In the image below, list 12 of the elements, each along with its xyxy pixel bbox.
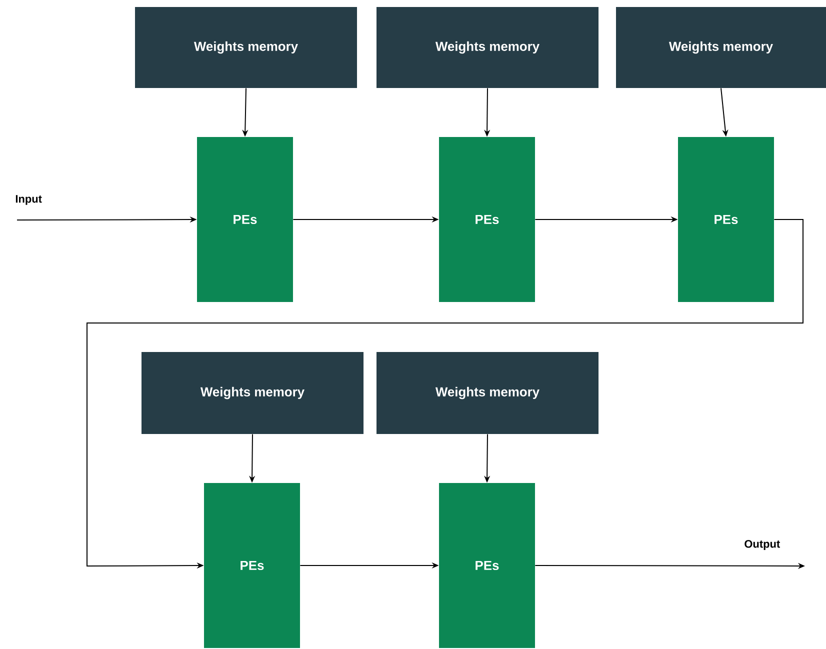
memory-box: Weights memory <box>376 7 598 88</box>
pe-box: PEs <box>197 137 293 302</box>
pe-box: PEs <box>439 137 535 302</box>
pe-box: PEs <box>204 483 300 648</box>
memory-box: Weights memory <box>135 7 357 88</box>
memory-box: Weights memory <box>616 7 826 88</box>
pe-box: PEs <box>678 137 774 302</box>
edge-label: Output <box>744 540 780 550</box>
memory-box: Weights memory <box>376 352 598 434</box>
memory-box: Weights memory <box>142 352 364 434</box>
pe-box: PEs <box>439 483 535 648</box>
edge-label: Input <box>16 195 42 205</box>
